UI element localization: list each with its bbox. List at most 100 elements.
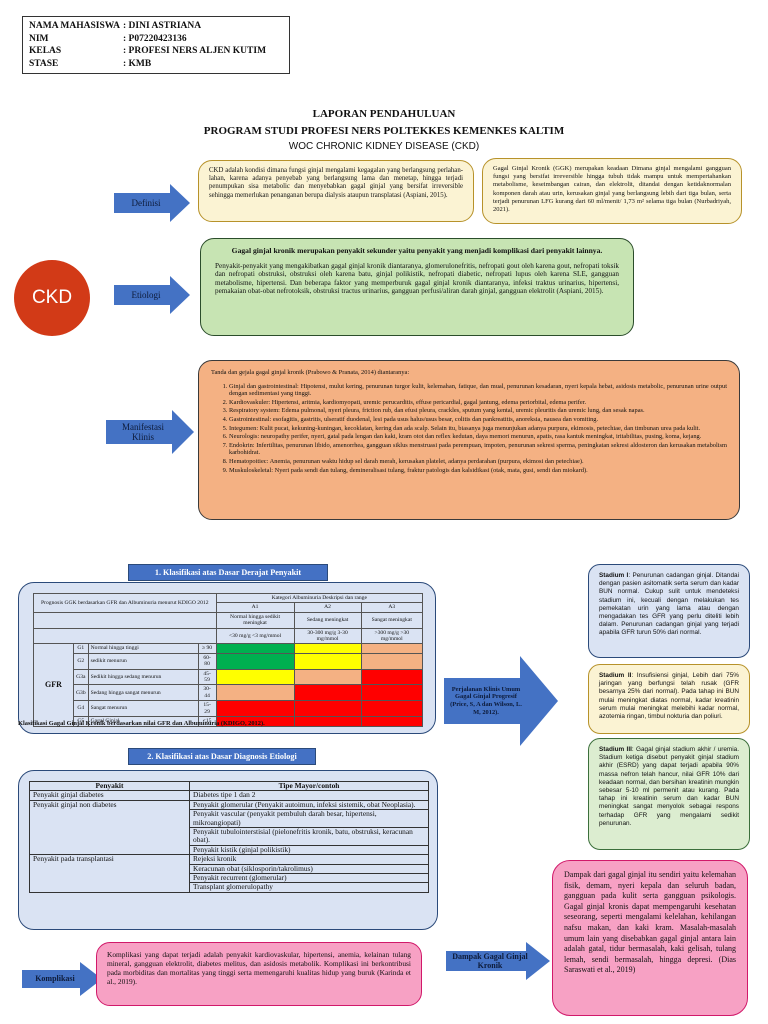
info-row: NAMA MAHASISWA: DINI ASTRIANA xyxy=(29,20,283,33)
info-label: STASE xyxy=(29,58,59,69)
manifestasi-box: Tanda dan gejala gagal ginjal kronik (Pr… xyxy=(198,360,740,520)
info-row: KELAS : PROFESI NERS ALJEN KUTIM xyxy=(29,45,283,58)
definisi-box-1: CKD adalah kondisi dimana fungsi ginjal … xyxy=(198,160,474,222)
stadium-2-text: : Insufisiensi ginjal, Lebih dari 75% ja… xyxy=(599,672,739,721)
dampak-arrow: Dampak Gagal Ginjal Kronik xyxy=(446,942,550,980)
risk-cell xyxy=(215,700,295,718)
gfr-desc: Sangat menurun xyxy=(87,700,199,718)
risk-cell xyxy=(215,684,295,702)
gfr-range: 15-29 xyxy=(197,700,217,718)
albuminuria-range: <30 mg/g <3 mg/mmol xyxy=(215,627,295,645)
perjalanan-arrow-label: Perjalanan Klinis Umum Gagal Ginjal Prog… xyxy=(450,685,522,716)
etiologi-box: Gagal ginjal kronik merupakan penyakit s… xyxy=(200,238,634,336)
risk-cell xyxy=(360,700,424,718)
gfr-stage: G2 xyxy=(73,652,89,670)
program-title: PROGRAM STUDI PROFESI NERS POLTEKKES KEM… xyxy=(203,125,565,137)
perjalanan-arrow: Perjalanan Klinis Umum Gagal Ginjal Prog… xyxy=(444,656,558,746)
etiologi-type: Penyakit glomerular (Penyakit autoimun, … xyxy=(189,799,429,811)
etiologi-table: Penyakit Tipe Mayor/contoh Penyakit ginj… xyxy=(29,780,429,893)
etiologi-type: Transplant glomerulopathy xyxy=(189,882,429,893)
etiologi-arrow-label: Etiologi xyxy=(131,290,161,300)
dampak-arrow-label: Dampak Gagal Ginjal Kronik xyxy=(452,952,528,970)
gfr-range: 30-44 xyxy=(197,684,217,702)
manifestasi-arrow: Manifestasi Klinis xyxy=(106,410,194,454)
etiologi-type: Diabetes tipe 1 dan 2 xyxy=(189,790,429,801)
report-title: LAPORAN PENDAHULUAN xyxy=(312,108,456,120)
gfr-range: ≥ 90 xyxy=(197,643,217,654)
etiologi-table-panel: Penyakit Tipe Mayor/contoh Penyakit ginj… xyxy=(18,770,438,930)
blank-cell xyxy=(33,611,217,629)
etiologi-disease: Penyakit ginjal non diabetes xyxy=(29,799,190,856)
albuminuria-code: A3 xyxy=(360,602,424,613)
etiologi-type: Keracunan obat (siklosporin/takrolimus) xyxy=(189,863,429,875)
etiologi-col-tipe: Tipe Mayor/contoh xyxy=(189,780,429,792)
albuminuria-code: A2 xyxy=(293,602,362,613)
info-value: : P07220423136 xyxy=(123,33,187,44)
risk-cell xyxy=(293,700,362,718)
info-row: STASE: KMB xyxy=(29,58,283,71)
info-row: NIM : P07220423136 xyxy=(29,33,283,46)
stadium-3-text: : Gagal ginjal stadium akhir / uremia. S… xyxy=(599,746,740,827)
definisi-arrow-label: Definisi xyxy=(131,198,161,208)
manifestasi-item: Muskuloskeletal: Nyeri pada sendi dan tu… xyxy=(229,467,727,475)
risk-cell xyxy=(293,668,362,686)
risk-cell xyxy=(293,643,362,654)
info-label: NAMA MAHASISWA xyxy=(29,21,121,31)
gfr-desc: Gagal Ginjal xyxy=(87,716,199,727)
manifestasi-item: Gastrointestinal: esofagitis, gastritis,… xyxy=(229,416,727,424)
risk-cell xyxy=(360,668,424,686)
albuminuria-desc: Sangat meningkat xyxy=(360,611,424,629)
info-label: NIM xyxy=(29,33,49,44)
gfr-stage: G3b xyxy=(73,684,89,702)
gfr-table: Prognosis GGK berdasarkan GFR dan Albumi… xyxy=(33,592,424,727)
manifestasi-item: Respiratory system: Edema pulmonal, nyer… xyxy=(229,407,727,415)
stadium-1-text: : Penurunan cadangan ginjal. Ditandai de… xyxy=(599,572,739,637)
manifestasi-item: Endokrin: Infertilitas, penurunan libido… xyxy=(229,442,727,457)
gfr-desc: sedikit menurun xyxy=(87,652,199,670)
info-value: : PROFESI NERS ALJEN KUTIM xyxy=(123,46,267,56)
komplikasi-arrow: Komplikasi xyxy=(22,962,102,996)
etiologi-row: Penyakit vascular (penyakit pembuluh dar… xyxy=(30,809,429,829)
gfr-desc: Normal hingga tinggi xyxy=(87,643,199,654)
risk-cell xyxy=(215,668,295,686)
definisi-box-2: Gagal Ginjal Kronik (GGK) merupakan kead… xyxy=(482,158,742,224)
etiologi-type: Penyakit vascular (penyakit pembuluh dar… xyxy=(189,809,429,829)
risk-cell xyxy=(215,652,295,670)
gfr-desc: Sedang hingga sangat menurun xyxy=(87,684,199,702)
risk-cell xyxy=(293,716,362,727)
stadium-1-label: Stadium I xyxy=(599,572,629,579)
manifestasi-intro: Tanda dan gejala gagal ginjal kronik (Pr… xyxy=(211,369,410,376)
etiologi-type: Penyakit tubulointerstisial (pielonefrit… xyxy=(189,827,429,846)
albuminuria-header: Kategori Albuminuria Deskripsi dan range xyxy=(215,592,424,604)
blank-cell xyxy=(33,627,217,645)
albuminuria-range: 30-300 mg/g 3-30 mg/mmol xyxy=(293,627,362,645)
stadium-2-box: Stadium II: Insufisiensi ginjal, Lebih d… xyxy=(588,664,750,734)
stadium-1-box: Stadium I: Penurunan cadangan ginjal. Di… xyxy=(588,564,750,658)
etiologi-body: Penyakit-penyakit yang mengakibatkan gag… xyxy=(215,261,619,296)
manifestasi-arrow-label: Manifestasi Klinis xyxy=(122,422,164,442)
etiologi-heading: Gagal ginjal kronik merupakan penyakit s… xyxy=(231,246,603,255)
gfr-stage: G1 xyxy=(73,643,89,654)
klasifikasi-derajat-header: 1. Klasifikasi atas Dasar Derajat Penyak… xyxy=(128,564,328,581)
albuminuria-code: A1 xyxy=(215,602,295,613)
gfr-table-caption: Klasifikasi Gagal Ginjal Kronik berdasar… xyxy=(18,720,265,727)
dampak-box: Dampak dari gagal ginjal itu sendiri yai… xyxy=(552,860,748,1016)
albuminuria-desc: Sedang meningkat xyxy=(293,611,362,629)
info-label: KELAS xyxy=(29,46,62,56)
stadium-3-label: Stadium III xyxy=(599,746,632,753)
risk-cell xyxy=(215,716,295,727)
etiologi-disease: Penyakit pada transplantasi xyxy=(29,854,190,893)
gfr-desc: Sedikit hingga sedang menurun xyxy=(87,668,199,686)
etiologi-row: Transplant glomerulopathy xyxy=(30,882,429,893)
gfr-range: 60-80 xyxy=(197,652,217,670)
risk-cell xyxy=(293,652,362,670)
klasifikasi-etiologi-header: 2. Klasifikasi atas Dasar Diagnosis Etio… xyxy=(128,748,316,765)
manifestasi-item: Kardiovaskuler: Hipertensi, aritmia, kar… xyxy=(229,399,727,407)
